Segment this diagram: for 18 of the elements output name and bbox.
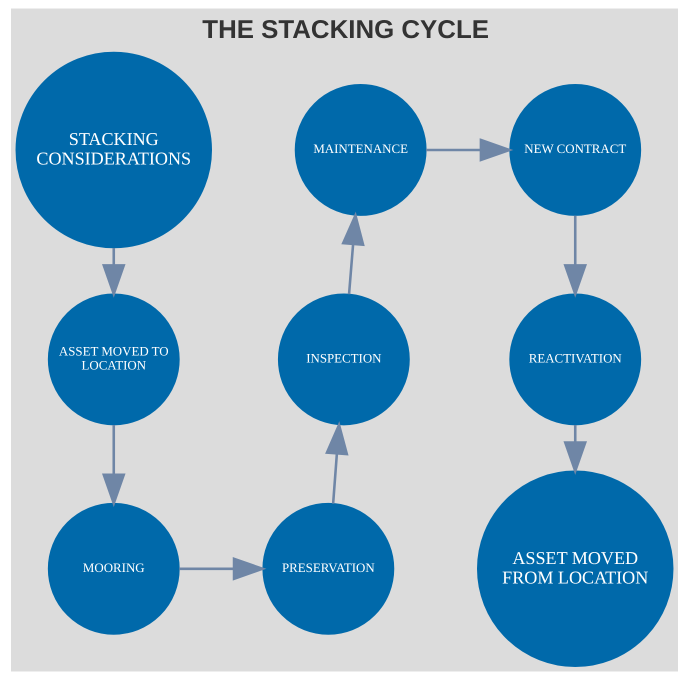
- diagram-title: THE STACKING CYCLE: [202, 16, 489, 44]
- node-circle: MOORING: [48, 502, 180, 635]
- node-circle: STACKING CONSIDERATIONS: [16, 52, 212, 248]
- node-circle: ASSET MOVED FROM LOCATION: [477, 470, 674, 668]
- arrow: [563, 216, 588, 298]
- node-circle: MAINTENANCE: [294, 84, 427, 216]
- node-circle: INSPECTION: [278, 293, 410, 426]
- arrow: [563, 425, 588, 475]
- arrow: [325, 421, 349, 504]
- arrow: [179, 557, 266, 581]
- arrow: [341, 212, 365, 294]
- node-circle: NEW CONTRACT: [509, 84, 642, 216]
- arrow: [426, 138, 514, 162]
- node-circle: PRESERVATION: [262, 502, 394, 635]
- node-circle: ASSET MOVED TO LOCATION: [48, 293, 180, 426]
- arrow: [102, 248, 126, 298]
- node-circle: REACTIVATION: [509, 293, 642, 426]
- arrow: [102, 425, 126, 508]
